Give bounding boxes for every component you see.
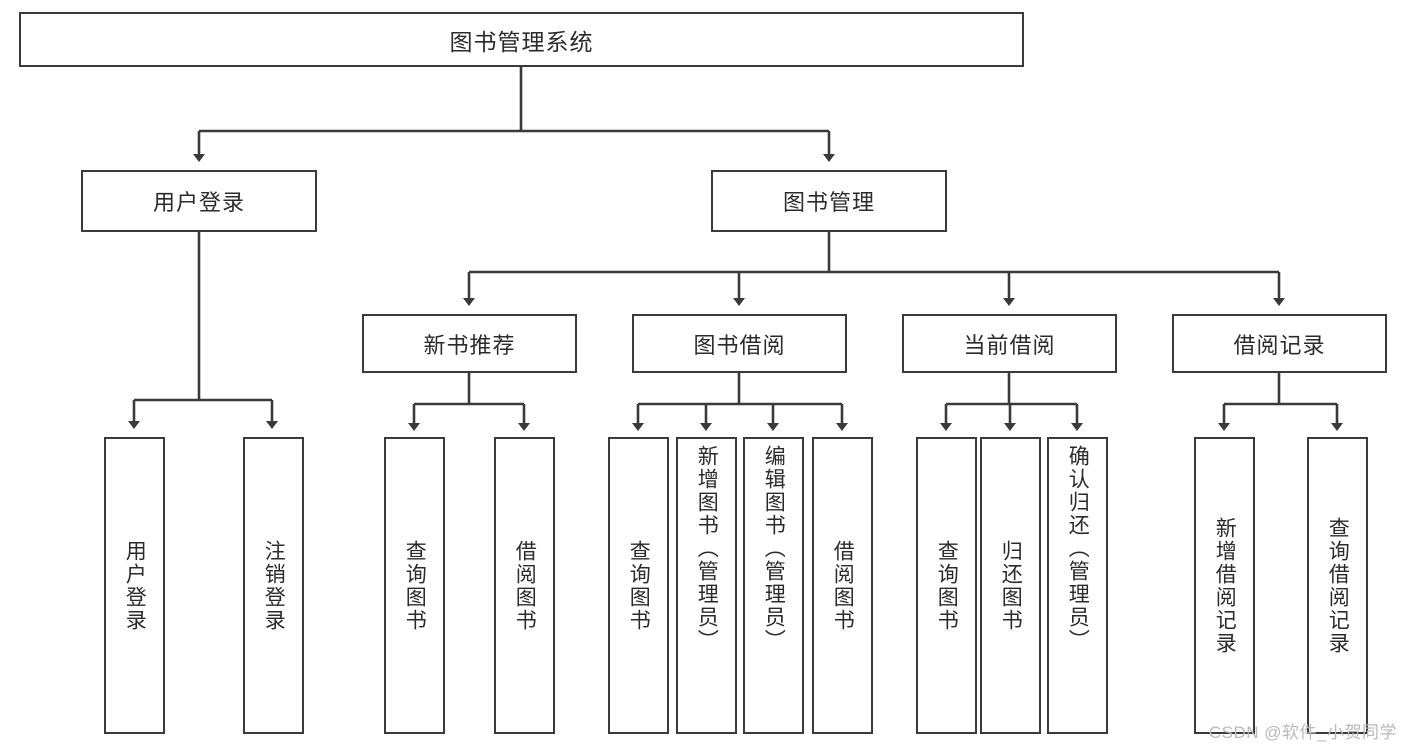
leaf-label: 查询图书: [627, 539, 651, 632]
leaf-label: 注销登录: [262, 539, 286, 632]
leaf-book-borrow-borrow-book[interactable]: 借阅图书: [812, 437, 873, 734]
leaf-user-login-logout[interactable]: 注销登录: [243, 437, 304, 734]
leaf-current-borrow-confirm-return-admin[interactable]: 确认归还（管理员）: [1047, 437, 1108, 734]
node-new-book-recommend[interactable]: 新书推荐: [362, 314, 577, 373]
csdn-watermark: CSDN @软件_小贺同学: [1208, 723, 1397, 742]
leaf-label: 查询借阅记录: [1326, 516, 1350, 655]
leaf-label: 新增借阅记录: [1213, 516, 1237, 655]
leaf-label: 用户登录: [123, 539, 147, 632]
node-book-management[interactable]: 图书管理: [711, 170, 947, 232]
node-book-borrow[interactable]: 图书借阅: [632, 314, 847, 373]
leaf-label: 借阅图书: [513, 539, 537, 632]
leaf-label: 归还图书: [999, 539, 1023, 632]
leaf-label: 查询图书: [403, 539, 427, 632]
leaf-book-borrow-query-book[interactable]: 查询图书: [608, 437, 669, 734]
node-label: 图书管理: [782, 190, 875, 215]
node-label: 当前借阅: [963, 332, 1056, 358]
leaf-label: 查询图书: [935, 539, 959, 632]
leaf-user-login-login[interactable]: 用户登录: [104, 437, 165, 734]
node-user-login[interactable]: 用户登录: [81, 170, 317, 232]
leaf-book-borrow-edit-book-admin[interactable]: 编辑图书（管理员）: [743, 437, 804, 734]
node-label: 图书借阅: [693, 332, 786, 358]
node-borrow-record[interactable]: 借阅记录: [1172, 314, 1387, 373]
node-label: 用户登录: [152, 190, 245, 215]
node-root-book-management-system[interactable]: 图书管理系统: [19, 12, 1024, 67]
leaf-borrow-record-query-record[interactable]: 查询借阅记录: [1307, 437, 1368, 734]
node-label: 新书推荐: [423, 332, 516, 358]
leaf-new-book-borrow-book[interactable]: 借阅图书: [494, 437, 555, 734]
node-label: 图书管理系统: [449, 28, 594, 55]
leaf-label: 新增图书（管理员）: [695, 445, 719, 652]
leaf-label: 编辑图书（管理员）: [762, 445, 786, 652]
node-label: 借阅记录: [1233, 332, 1326, 358]
leaf-current-borrow-return-book[interactable]: 归还图书: [980, 437, 1041, 734]
leaf-label: 确认归还（管理员）: [1066, 445, 1090, 652]
leaf-current-borrow-query-book[interactable]: 查询图书: [916, 437, 977, 734]
leaf-book-borrow-add-book-admin[interactable]: 新增图书（管理员）: [676, 437, 737, 734]
leaf-new-book-query-book[interactable]: 查询图书: [384, 437, 445, 734]
leaf-label: 借阅图书: [831, 539, 855, 632]
node-current-borrow[interactable]: 当前借阅: [902, 314, 1117, 373]
leaf-borrow-record-add-record[interactable]: 新增借阅记录: [1194, 437, 1255, 734]
